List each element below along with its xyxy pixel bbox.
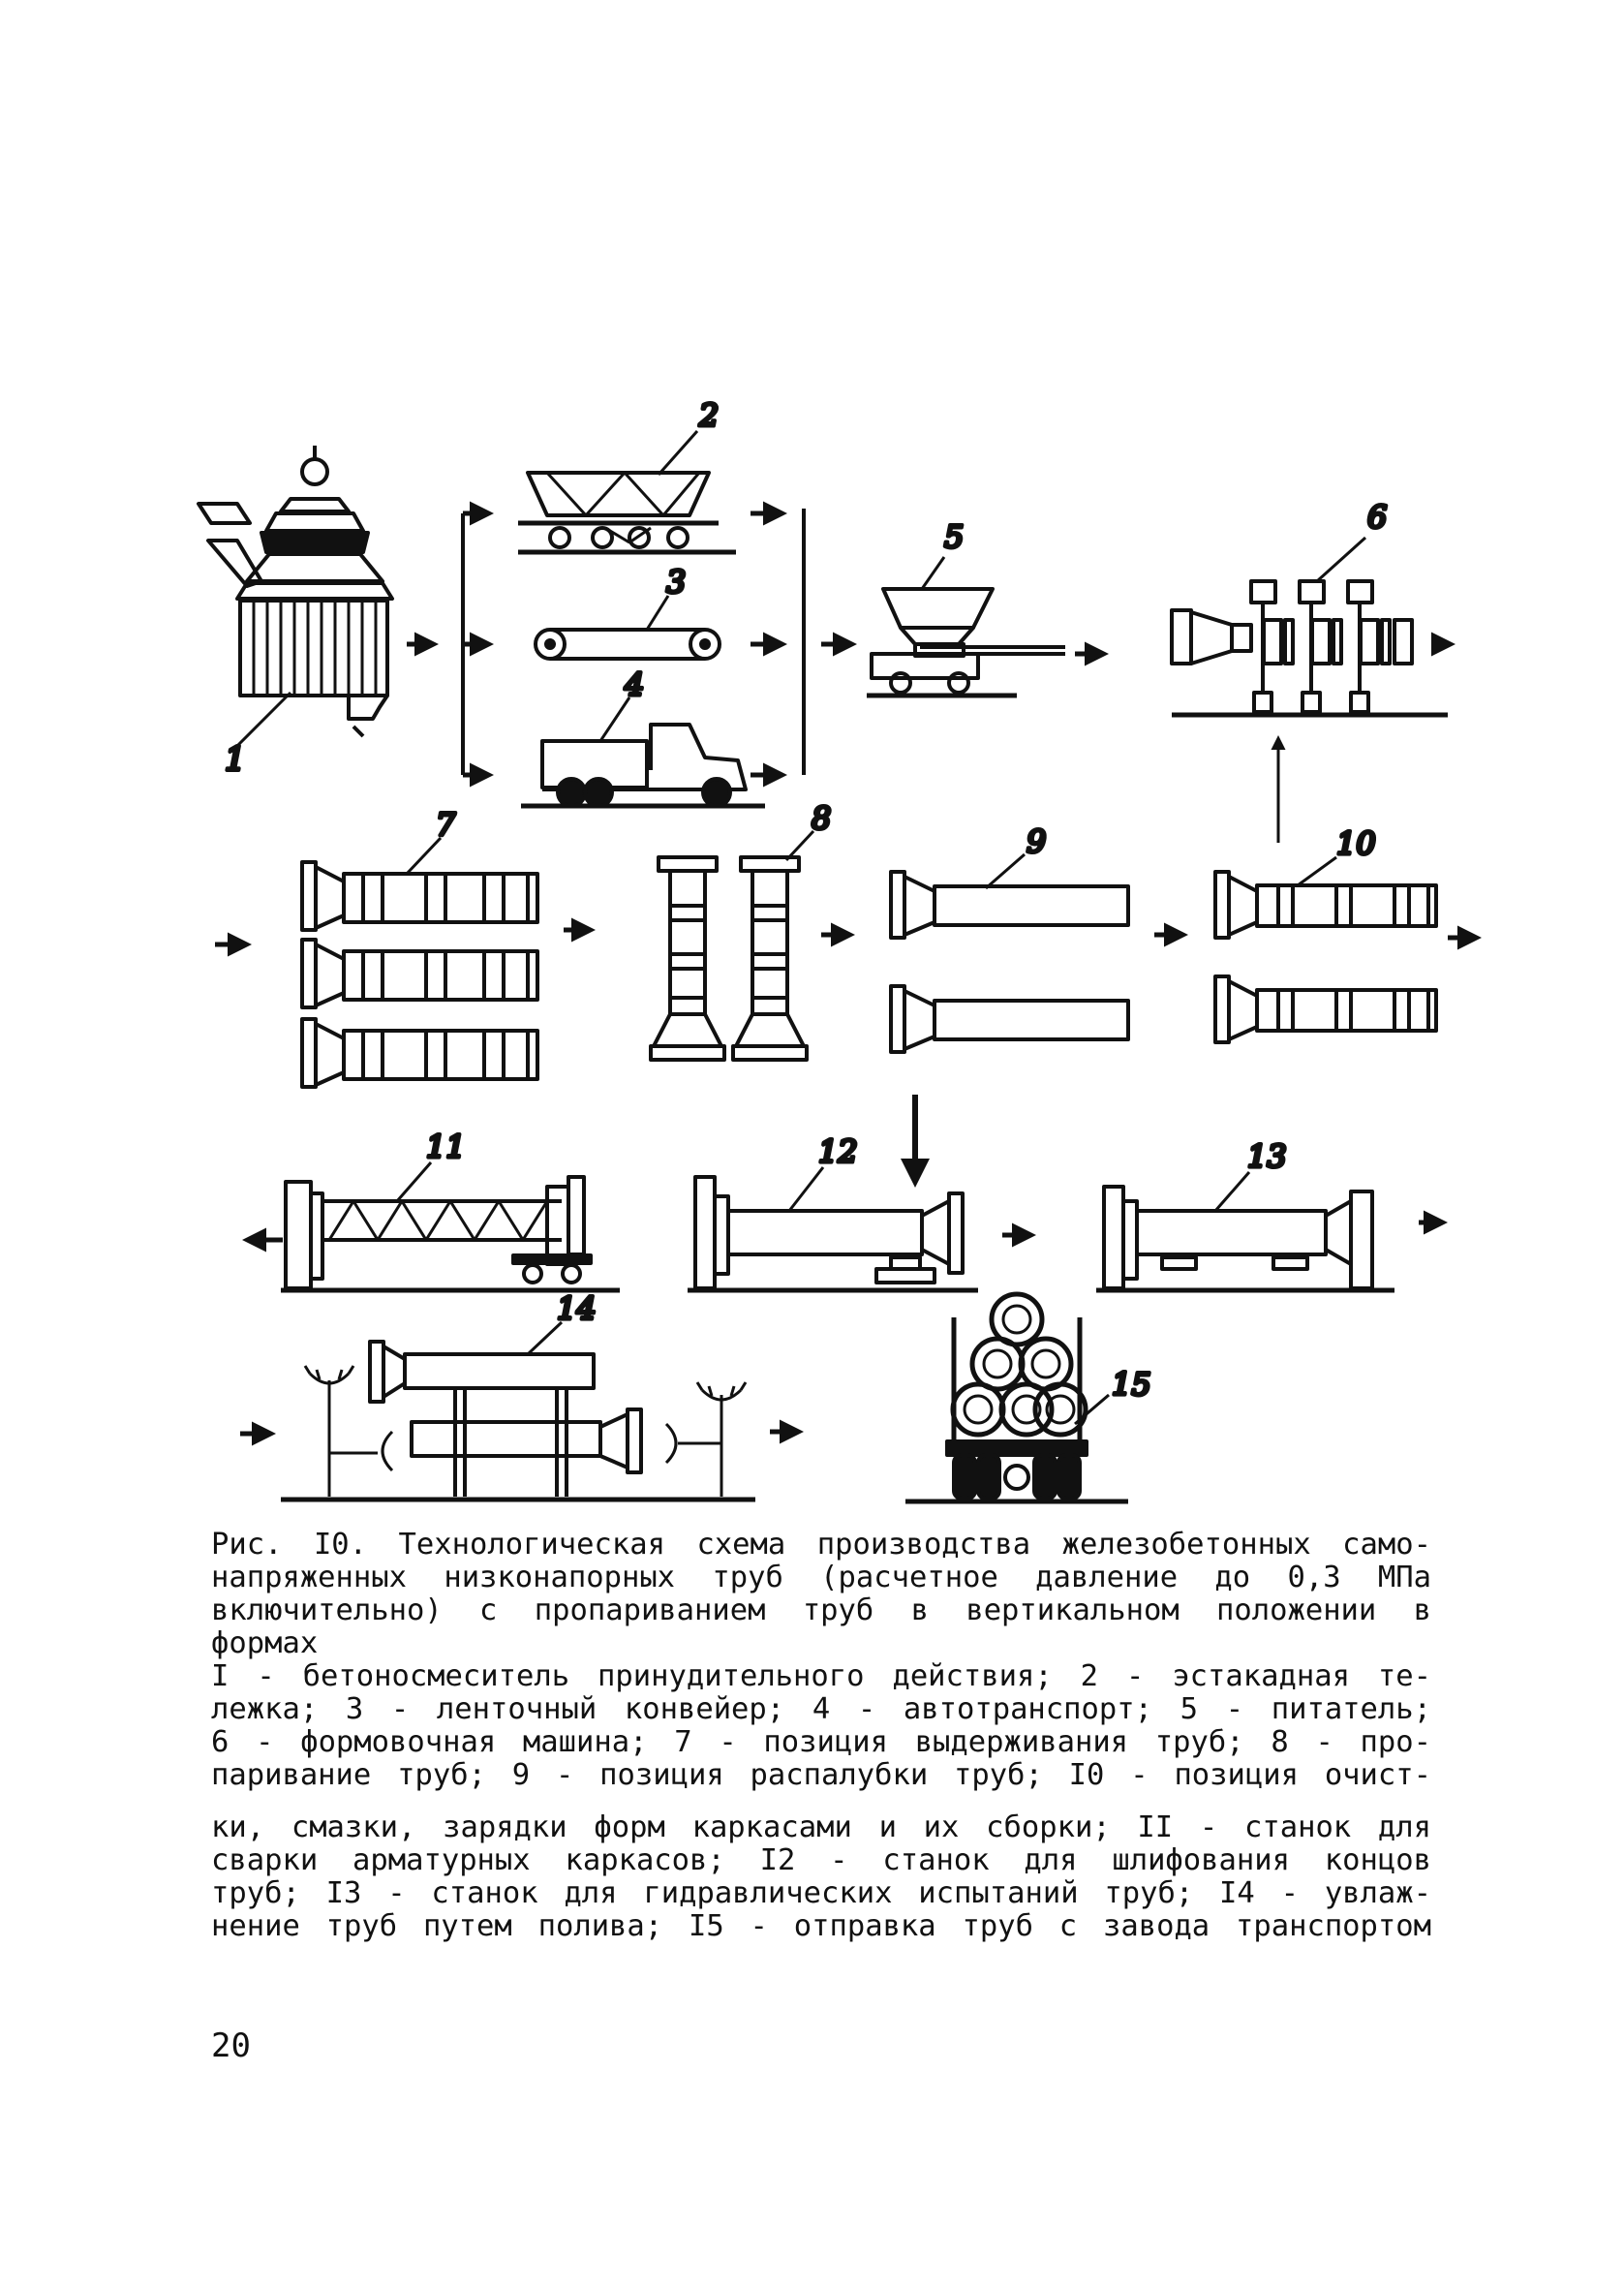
belt-conveyor-3 — [534, 595, 721, 661]
legend-line: сварки арматурных каркасов; I2 - станок … — [211, 1843, 1431, 1877]
caption-line: включительно) с пропариванием труб в вер… — [211, 1593, 1431, 1627]
label-10: 10 — [1336, 825, 1376, 862]
label-8: 8 — [812, 800, 831, 837]
feeder-5 — [867, 556, 1065, 698]
label-9: 9 — [1026, 823, 1046, 860]
label-15: 15 — [1112, 1366, 1151, 1403]
stripping-position-9 — [889, 852, 1130, 1054]
label-3: 3 — [666, 564, 686, 601]
concrete-mixer-1 — [197, 446, 394, 753]
cage-welding-machine-11 — [242, 1161, 620, 1293]
caption-line: Рис. I0. Технологическая схема производс… — [211, 1528, 1431, 1562]
caption-line: напряженных низконапорных труб (расчетно… — [211, 1561, 1431, 1594]
label-7: 7 — [436, 806, 456, 843]
cleaning-assembly-10 — [1213, 855, 1438, 1044]
caption-line: формах — [211, 1626, 319, 1660]
truck-4 — [521, 696, 765, 809]
trestle-cart-2 — [518, 430, 736, 555]
label-6: 6 — [1367, 499, 1387, 536]
legend-line: паривание труб; 9 - позиция распалубки т… — [211, 1758, 1431, 1792]
legend-line: лежка; 3 - ленточный конвейер; 4 - автот… — [211, 1692, 1431, 1726]
figure-caption: Рис. I0. Технологическая схема производс… — [211, 1529, 1431, 1943]
label-11: 11 — [426, 1129, 466, 1165]
grinding-machine-12 — [688, 1166, 978, 1293]
label-4: 4 — [624, 666, 644, 703]
hydraulic-test-machine-13 — [1096, 1171, 1394, 1293]
molding-machine-6 — [1170, 536, 1448, 718]
label-14: 14 — [557, 1290, 597, 1327]
legend-line: ки, смазки, зарядки форм каркасами и их … — [211, 1810, 1431, 1844]
legend-line: нение труб путем полива; I5 - отправка т… — [211, 1909, 1431, 1943]
steaming-8 — [649, 829, 815, 1062]
shipping-truck-15 — [905, 1291, 1128, 1504]
label-2: 2 — [698, 397, 719, 434]
label-12: 12 — [818, 1133, 858, 1170]
label-1: 1 — [225, 740, 246, 779]
watering-14 — [281, 1320, 755, 1502]
label-13: 13 — [1247, 1138, 1287, 1175]
holding-position-7 — [300, 836, 539, 1089]
page-number: 20 — [211, 2026, 251, 2065]
legend-line: 6 - формовочная машина; 7 - позиция выде… — [211, 1725, 1431, 1759]
label-5: 5 — [944, 518, 964, 555]
legend-line: I - бетоносмеситель принудительного дейс… — [211, 1659, 1431, 1693]
legend-line: труб; I3 - станок для гидравлических исп… — [211, 1876, 1431, 1910]
